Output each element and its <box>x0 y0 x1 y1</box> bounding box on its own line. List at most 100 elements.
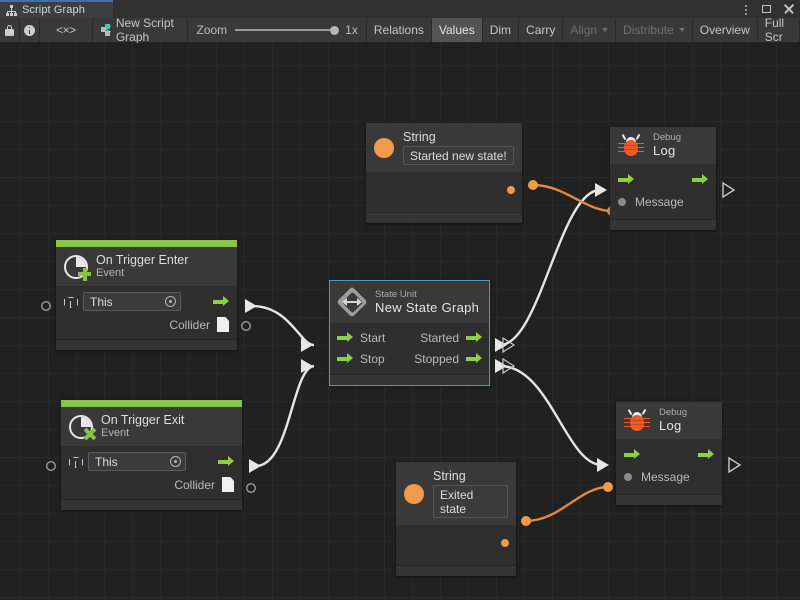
toolbar-button-relations[interactable]: Relations <box>367 18 432 42</box>
string-value-field[interactable]: Started new state! <box>403 146 514 165</box>
tab-script-graph[interactable]: Script Graph <box>0 0 113 18</box>
string-output-port[interactable] <box>501 539 509 547</box>
message-input-port[interactable] <box>618 197 626 206</box>
vertical-dots-icon[interactable] <box>739 3 752 16</box>
event-accent-bar <box>61 400 242 407</box>
target-object-value: This <box>90 294 113 309</box>
started-output-port[interactable] <box>466 332 482 343</box>
message-port-row: Message <box>624 467 714 486</box>
string-output-port[interactable] <box>507 186 515 194</box>
window-tab-bar: Script Graph <box>0 0 800 18</box>
flow-input-port[interactable] <box>618 174 634 185</box>
target-object-value: This <box>95 454 118 469</box>
node-header: On Trigger Exit Event <box>61 407 242 446</box>
event-exit-icon <box>69 414 96 441</box>
start-input-port[interactable] <box>337 332 353 343</box>
node-header: On Trigger Enter Event <box>56 247 237 286</box>
flow-output-port[interactable] <box>692 174 708 185</box>
node-header: String Started new state! <box>366 123 522 172</box>
chevron-down-icon <box>678 28 685 32</box>
node-title: String <box>403 130 436 144</box>
node-debug-log-top[interactable]: Debug Log Message <box>610 127 716 230</box>
stopped-output-port[interactable] <box>466 353 482 364</box>
target-object-field[interactable]: This <box>88 452 186 471</box>
object-picker-icon[interactable] <box>170 456 181 467</box>
cross-badge-icon <box>83 427 96 441</box>
message-port-label: Message <box>641 469 690 484</box>
info-button[interactable] <box>20 18 40 42</box>
event-enter-icon <box>64 254 91 281</box>
node-footer <box>616 494 722 505</box>
graph-name-field[interactable]: New Script Graph <box>93 16 189 44</box>
stop-input-port[interactable] <box>337 353 353 364</box>
node-header: Debug Log <box>610 127 716 164</box>
script-graph-icon <box>101 24 112 36</box>
node-header: Debug Log <box>616 402 722 439</box>
node-title: On Trigger Exit <box>101 413 185 427</box>
graph-canvas[interactable]: String Started new state! <box>0 43 800 600</box>
graph-name-label: New Script Graph <box>115 16 174 44</box>
node-header: String Exited state <box>396 462 516 525</box>
node-on-trigger-exit[interactable]: On Trigger Exit Event This Collider <box>61 400 242 510</box>
toolbar-button-align[interactable]: Align <box>563 18 617 42</box>
node-header: State Unit New State Graph <box>330 281 489 323</box>
message-input-port[interactable] <box>624 472 632 481</box>
node-footer <box>396 565 516 576</box>
tab-label: Script Graph <box>22 4 85 16</box>
maximize-icon[interactable] <box>761 3 774 16</box>
bug-icon <box>624 408 650 432</box>
node-subtitle: Event <box>96 267 125 279</box>
target-object-field[interactable]: This <box>83 292 181 311</box>
flow-output-port[interactable] <box>698 449 714 460</box>
node-on-trigger-enter[interactable]: On Trigger Enter Event This Collider <box>56 240 237 350</box>
toolbar-button-fullscreen[interactable]: Full Scr <box>758 16 800 44</box>
node-body: This Collider <box>61 446 242 499</box>
node-footer <box>61 499 242 510</box>
toolbar-button-values[interactable]: Values <box>431 18 483 42</box>
toolbar-button-overview[interactable]: Overview <box>693 18 758 42</box>
flow-port-row <box>624 445 714 464</box>
flow-output-port[interactable] <box>213 296 229 307</box>
lock-icon <box>4 24 14 36</box>
string-value-icon <box>404 483 424 504</box>
node-body: Message <box>616 439 722 494</box>
node-string-top[interactable]: String Started new state! <box>366 123 522 223</box>
code-view-button[interactable]: <×> <box>40 18 94 42</box>
start-port-label: Start <box>360 330 386 345</box>
node-title: Log <box>653 143 676 158</box>
object-picker-icon[interactable] <box>165 296 176 307</box>
toolbar-button-distribute[interactable]: Distribute <box>616 18 693 42</box>
toolbar-button-dim[interactable]: Dim <box>483 18 520 42</box>
collider-document-icon[interactable] <box>217 317 229 332</box>
window-controls <box>739 0 796 18</box>
node-string-bottom[interactable]: String Exited state <box>396 462 516 576</box>
plus-badge-icon <box>78 267 91 281</box>
flow-output-port[interactable] <box>218 456 234 467</box>
node-subtitle: Event <box>101 427 130 439</box>
close-icon[interactable] <box>783 3 796 16</box>
zoom-slider-knob[interactable] <box>330 26 340 35</box>
bug-icon <box>618 133 644 157</box>
chevron-down-icon <box>602 28 609 32</box>
zoom-slider[interactable] <box>235 24 340 36</box>
toolbar-button-carry[interactable]: Carry <box>519 18 564 42</box>
message-port-label: Message <box>635 194 684 209</box>
lock-toggle-button[interactable] <box>0 18 20 42</box>
stopped-port-label: Stopped <box>414 351 459 366</box>
flow-input-port[interactable] <box>624 449 640 460</box>
node-state-unit[interactable]: State Unit New State Graph Start Started <box>329 280 490 386</box>
node-title: String <box>433 469 466 483</box>
string-value-field[interactable]: Exited state <box>433 485 508 518</box>
node-body: Message <box>610 164 716 219</box>
node-body: Start Started Stop Stopped <box>330 323 489 374</box>
toolbar-button-distribute-label: Distribute <box>623 23 674 37</box>
flow-port-row <box>618 170 708 189</box>
collider-port-label: Collider <box>169 317 210 332</box>
port-row-start: Start Started <box>337 328 482 347</box>
node-footer <box>610 219 716 230</box>
node-title: New State Graph <box>375 299 480 315</box>
node-debug-log-bottom[interactable]: Debug Log Message <box>616 402 722 505</box>
collider-document-icon[interactable] <box>222 477 234 492</box>
node-title-category: State Unit <box>375 288 417 300</box>
